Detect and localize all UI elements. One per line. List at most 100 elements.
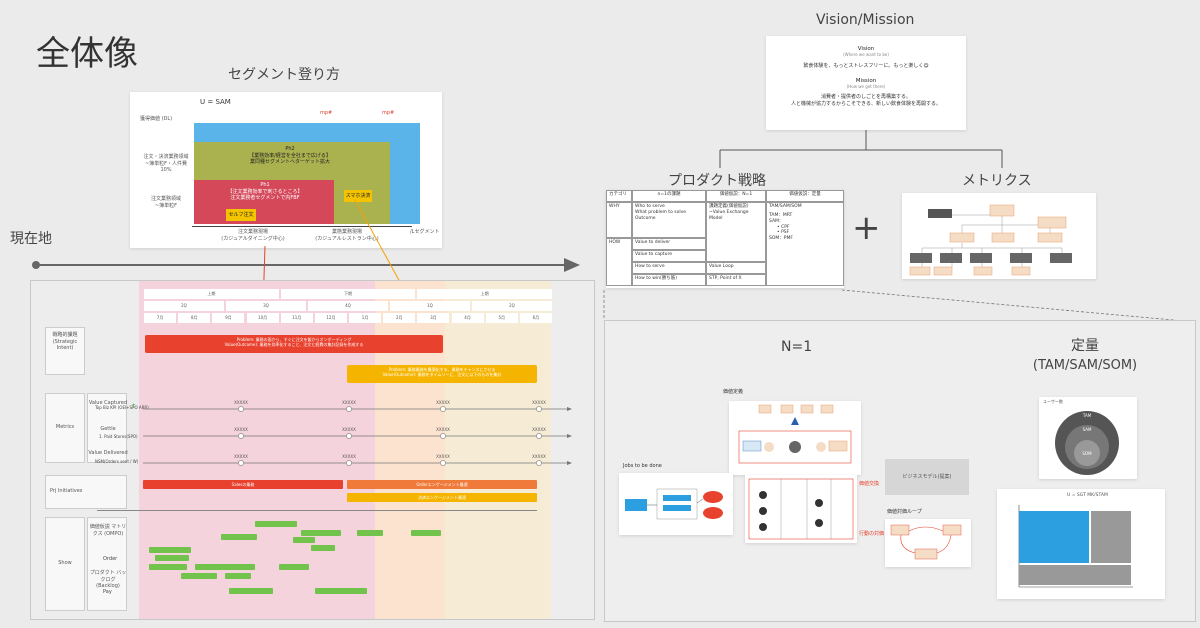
metric-milestone [238,406,244,412]
strategy-how-row-2: Value to capture [632,250,706,262]
metric-lines: XXXXX XXXXX XXXXX XXXXX XXXXX XXXXX XXXXX XXXXX… [143,400,572,466]
strategy-why-label: WHY [606,202,632,238]
months-cell: 7月 [144,313,177,323]
segment-marker-1: mp# [320,110,333,116]
halves-cell: 上期 [144,289,279,299]
metric-milestone [346,406,352,412]
strategy-col4: TAM/SAM/SOM TAM：MRT SAM： • CPF • PSF SOM… [766,202,844,286]
metrics-heading: メトリクス [962,173,1032,189]
metric-milestone [440,460,446,466]
metric-marker-label: XXXXX [234,454,248,459]
row-label-initiatives: Prj Initiatives [45,475,127,509]
quarters-cell: 3Q [226,301,306,311]
months-cell: 9月 [212,313,245,323]
metric-line-arrow [567,461,572,465]
strategy-table: カテゴリ n=1の課題 価値仮説：N=1 価値仮説：定量 WHY Who to … [606,190,844,288]
segment-phase2-label: Ph2 【業務効率/経営を全社まで広げる】 業同種セグメントへターゲット拡大 [249,146,331,165]
metric-marker-label: XXXXX [234,427,248,432]
quarters-cell: 2Q [144,301,224,311]
strategy-how-label: HOW [606,238,632,286]
backlog-bar [357,530,383,536]
initiative-sales: Salesの業務 [143,480,343,489]
tam-label: TAM [1082,413,1092,418]
backlog-bar [221,534,257,540]
strategy-how-row-3: How to serve [632,262,706,274]
backlog-bar [155,555,189,561]
mission-text-1: 消費者・提供者のしごとを再構築する。 [820,94,911,101]
value-loop-label: 価値対価ループ [887,509,922,515]
quarters-cell: 2Q [472,301,552,311]
kpi-up-arrow: ↑ [131,403,137,410]
roadmap-cream-band [445,281,551,619]
segment-marker-2: mp# [382,110,395,116]
segment-box-left: セルフ注文 [226,209,256,221]
strategy-header-2: n=1の課題 [632,190,706,202]
strategy-how-col3-2: STP, Point of X [706,274,766,286]
business-model-box: ビジネスモデル(提案) [885,459,969,495]
mission-title: Mission [855,78,877,85]
metric-marker-label: XXXXX [342,427,356,432]
months-cell: 2月 [383,313,416,323]
vision-title: Vision [857,46,875,52]
initiative-pay: 決済エンゲージメント最適 [347,493,537,502]
metrics-tree-diagram [909,204,1072,276]
backlog-bar [301,530,341,536]
months-cell: 12月 [314,313,347,323]
row-label-show: Show [45,517,85,611]
value-loop-card [885,519,971,567]
months-cell: 8月 [178,313,211,323]
metric-milestone [440,406,446,412]
strategy-header-1: カテゴリ [606,190,632,202]
value-exchange-card [745,475,857,543]
metric-milestone [238,433,244,439]
problem-bar-2: Problem: 業務業務を最適化する、業務をチャンスにさせる Value(Ou… [347,365,537,383]
quarters-cell: 4Q [308,301,388,311]
metric-marker-label: XXXXX [532,454,546,459]
segment-heading: セグメント登り方 [228,67,340,83]
metric-marker-label: XXXXX [436,427,450,432]
segment-y-low: 注文業務領域~簿単粒F [150,196,181,209]
backlog-bar [293,537,315,543]
pay-label: Pay [103,589,112,595]
timeline-arrow [32,258,580,272]
backlog-bar [149,564,187,570]
mission-text-2: 人と機械が協力するからこそできる、新しい飲食体験を再開する。 [791,101,941,108]
months-cell: 11月 [280,313,313,323]
strategy-how-row-4: How to win(勝ち筋) [632,274,706,286]
vision-text: 飲食体験を、もっとストレスフリーに。もっと楽しく😋 [803,63,929,70]
metric-marker-label: XXXXX [234,400,248,405]
metric-milestone [238,460,244,466]
tam-circles-card: ユーザー数 TAM SAM SOM [1039,397,1137,479]
sam-label: SAM [1083,427,1092,432]
exchange-label-2: 行動の対価 [859,531,885,537]
metric-sub-labels: Value Captured Gettle Value Delivered [87,393,128,463]
segment-x-left: 注文業務現場(カジュアルダイニング中心) [221,229,285,242]
metric-marker-label: XXXXX [436,400,450,405]
metric-marker-label: XXXXX [532,427,546,432]
value-definition-card: 価値定義 [723,389,861,475]
quarters-cell: 1Q [390,301,470,311]
kpi-paid-stores: 1. Paid Stores(SPO) [99,434,138,439]
segment-phase1-area [194,180,334,224]
metric-milestone [536,406,542,412]
months-cell: 10月 [246,313,279,323]
vision-sub: (Where we want to be) [843,52,889,57]
strategy-why-col3: 課題定義(価値仮説)~Value Exchange Model [706,202,766,262]
segment-y-mid: 注文・決済業務領域~簿単粒F・人件費10% [143,154,189,173]
row-label-metrics: Metrics [45,393,85,463]
backlog-bars [31,281,596,621]
row-label-strategic: 戦略的課題 (Strategic Intent) [45,327,85,375]
vision-heading: Vision/Mission [816,12,915,28]
metric-line-arrow [567,407,572,411]
metrics-tree [902,193,1096,279]
backlog-bar [227,564,255,570]
jobs-card: Jobs to be done [619,463,733,535]
backlog-bar [311,545,335,551]
backlog-bar [411,530,441,536]
segment-box-right: スマホ決済 [344,190,372,202]
tam-matrix-card: U = SGT MK/STAM [997,489,1165,599]
segment-phase1-label: Ph1 【注文業務効率で刺さるところ】 注文業務者セグメントで内FBF [227,182,303,201]
months-cell: 1月 [349,313,382,323]
